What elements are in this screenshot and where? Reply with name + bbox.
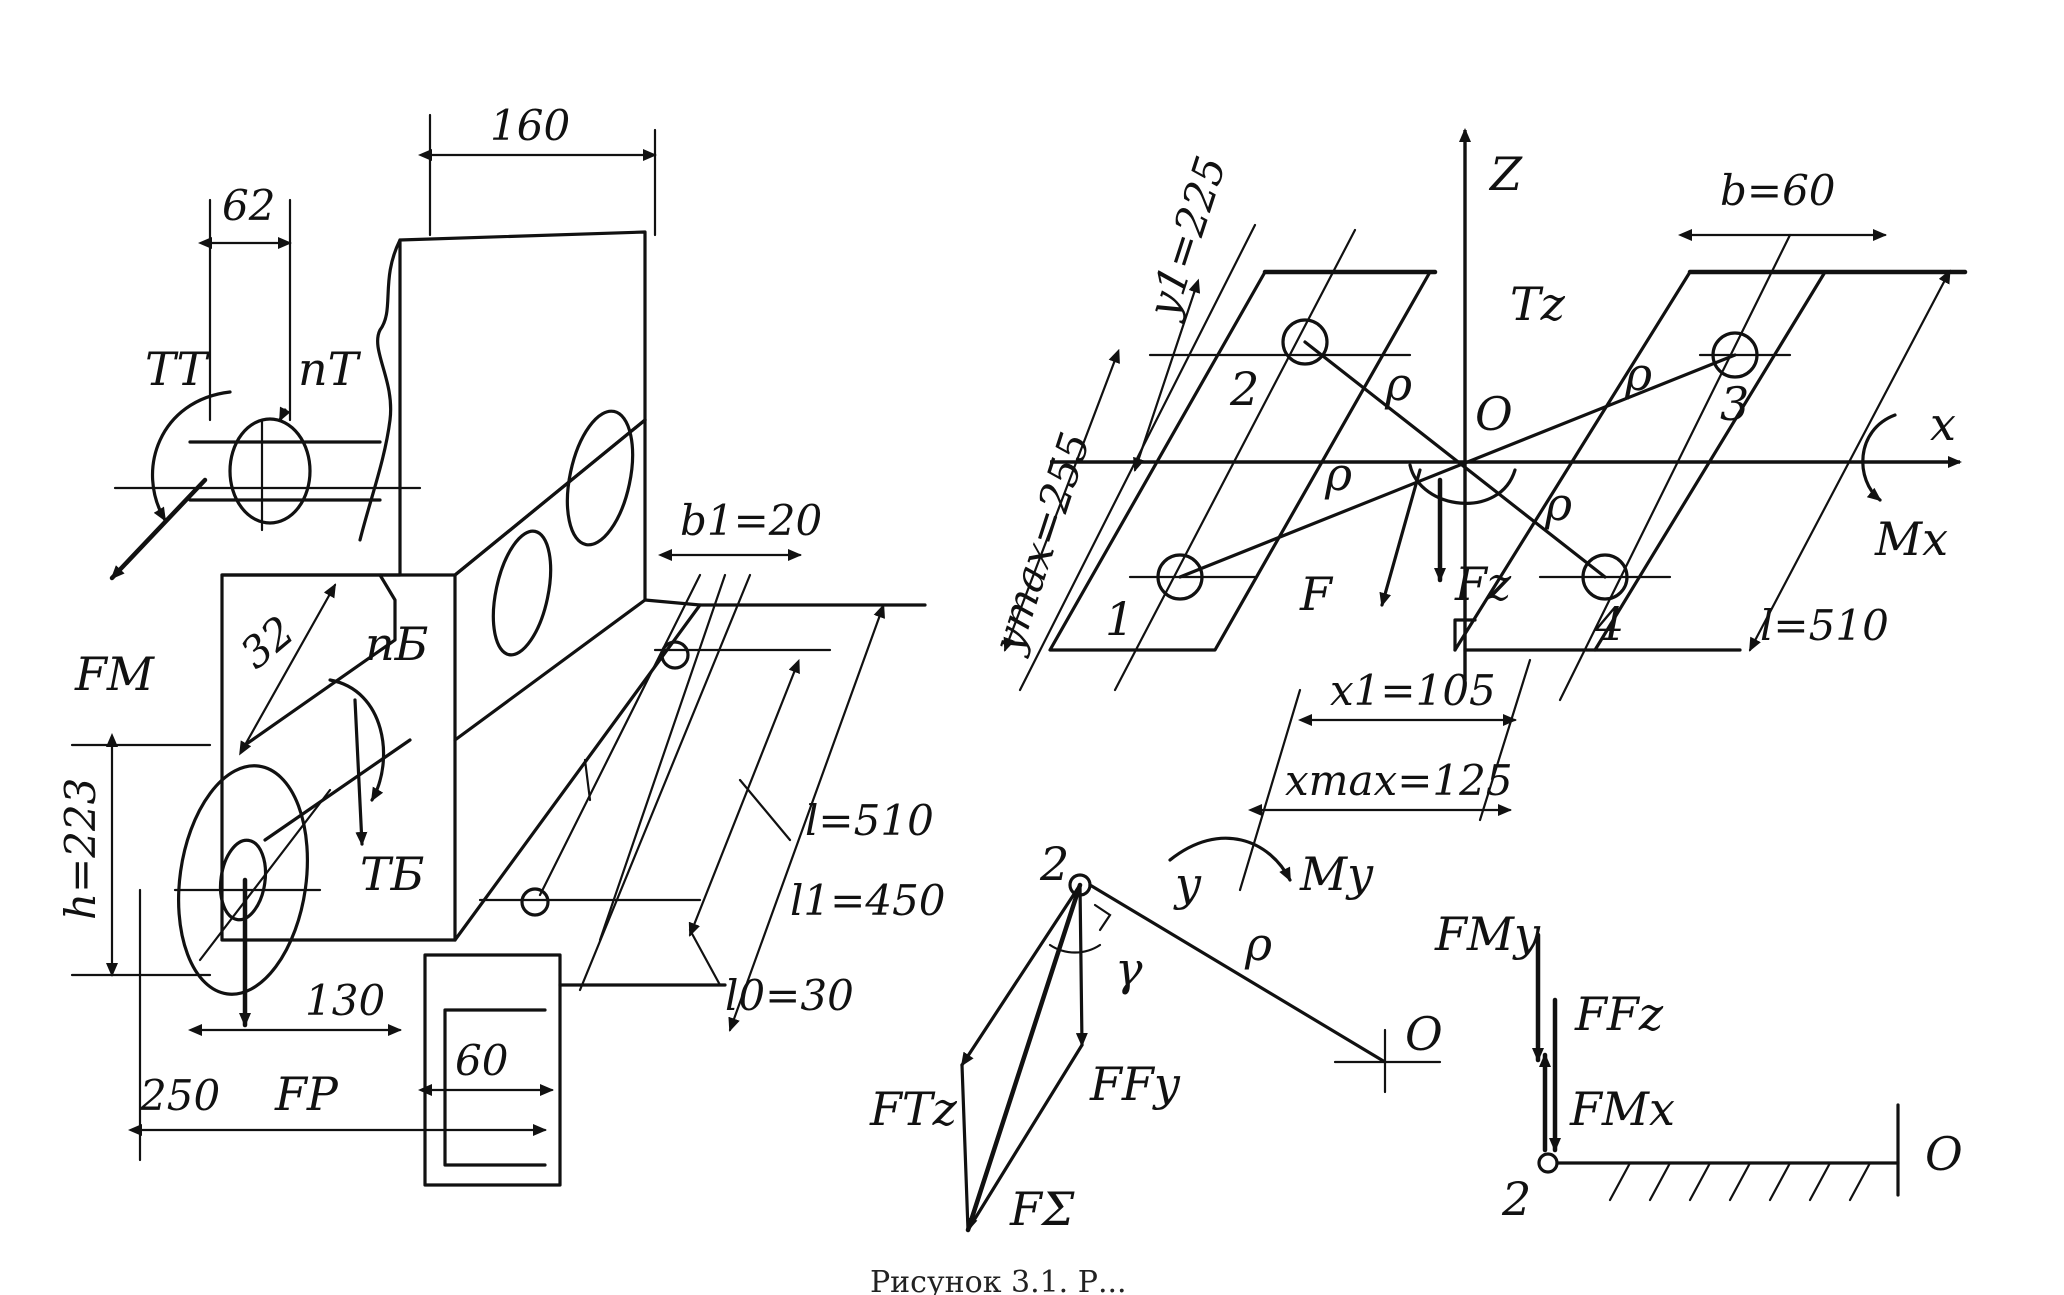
dim-ymax: ymax=255 xyxy=(982,426,1100,660)
bolt-pattern-diagram xyxy=(1003,128,1968,892)
label-FP: FP xyxy=(274,1067,339,1121)
dim-l-left: l=510 xyxy=(805,796,934,845)
label-FM: FM xyxy=(74,647,156,701)
label-rho-2: ρ xyxy=(1324,447,1352,501)
bolt-number-2: 2 xyxy=(1229,362,1259,416)
dim-60: 60 xyxy=(455,1036,508,1085)
dim-y1: y1=225 xyxy=(1137,150,1235,325)
label-FFy: FFy xyxy=(1089,1057,1181,1111)
dim-62: 62 xyxy=(222,181,275,230)
dim-h: h=223 xyxy=(56,778,105,920)
label-gamma: γ xyxy=(1115,942,1143,996)
label-O-mid: O xyxy=(1405,1007,1443,1061)
label-y: y xyxy=(1173,857,1202,911)
label-rho-5: ρ xyxy=(1244,917,1272,971)
label-Tz: Tz xyxy=(1510,277,1566,331)
label-My: My xyxy=(1299,847,1374,901)
beam-scheme xyxy=(1532,932,1900,1202)
label-TB: TБ xyxy=(360,847,425,901)
label-rho-1: ρ xyxy=(1384,357,1412,411)
dim-160: 160 xyxy=(490,101,570,150)
dim-xmax: xmax=125 xyxy=(1285,756,1513,805)
label-x: x xyxy=(1930,397,1956,451)
label-Z: Z xyxy=(1488,147,1523,201)
label-FTz: FTz xyxy=(869,1082,958,1136)
dim-130: 130 xyxy=(305,976,385,1025)
dim-32: 32 xyxy=(231,606,303,678)
dim-l1: l1=450 xyxy=(790,876,946,925)
label-FFz: FFz xyxy=(1574,987,1664,1041)
label-FMy: FMy xyxy=(1434,907,1541,961)
label-point-2: 2 xyxy=(1039,837,1069,891)
force-triangle-diagram xyxy=(960,873,1442,1233)
dim-l0: l0=30 xyxy=(725,971,854,1020)
label-F: F xyxy=(1299,567,1334,621)
figure-caption: Рисунок 3.1. Р... xyxy=(870,1265,1127,1295)
dim-b: b=60 xyxy=(1720,166,1836,215)
label-Mx: Mx xyxy=(1874,512,1948,566)
dim-b1: b1=20 xyxy=(680,496,822,545)
dim-250: 250 xyxy=(139,1071,220,1120)
label-O-top: O xyxy=(1475,387,1513,441)
label-Fz: Fz xyxy=(1454,557,1512,611)
label-rho-4: ρ xyxy=(1544,477,1572,531)
label-TT: TT xyxy=(145,342,211,396)
gearbox-assembly xyxy=(70,113,927,1187)
bolt-number-1: 1 xyxy=(1105,592,1134,646)
dim-x1: x1=105 xyxy=(1330,666,1496,715)
label-O-bottom: O xyxy=(1925,1127,1963,1181)
dim-l-right: l=510 xyxy=(1760,601,1889,650)
bolt-number-4: 4 xyxy=(1594,597,1624,651)
label-FSigma: FΣ xyxy=(1009,1182,1075,1236)
label-rho-3: ρ xyxy=(1624,347,1652,401)
label-nB: nБ xyxy=(365,617,428,671)
label-point-2-bottom: 2 xyxy=(1501,1172,1531,1226)
label-FMx: FMx xyxy=(1569,1082,1675,1136)
bolt-number-3: 3 xyxy=(1720,377,1749,431)
label-nT: nT xyxy=(298,342,362,396)
